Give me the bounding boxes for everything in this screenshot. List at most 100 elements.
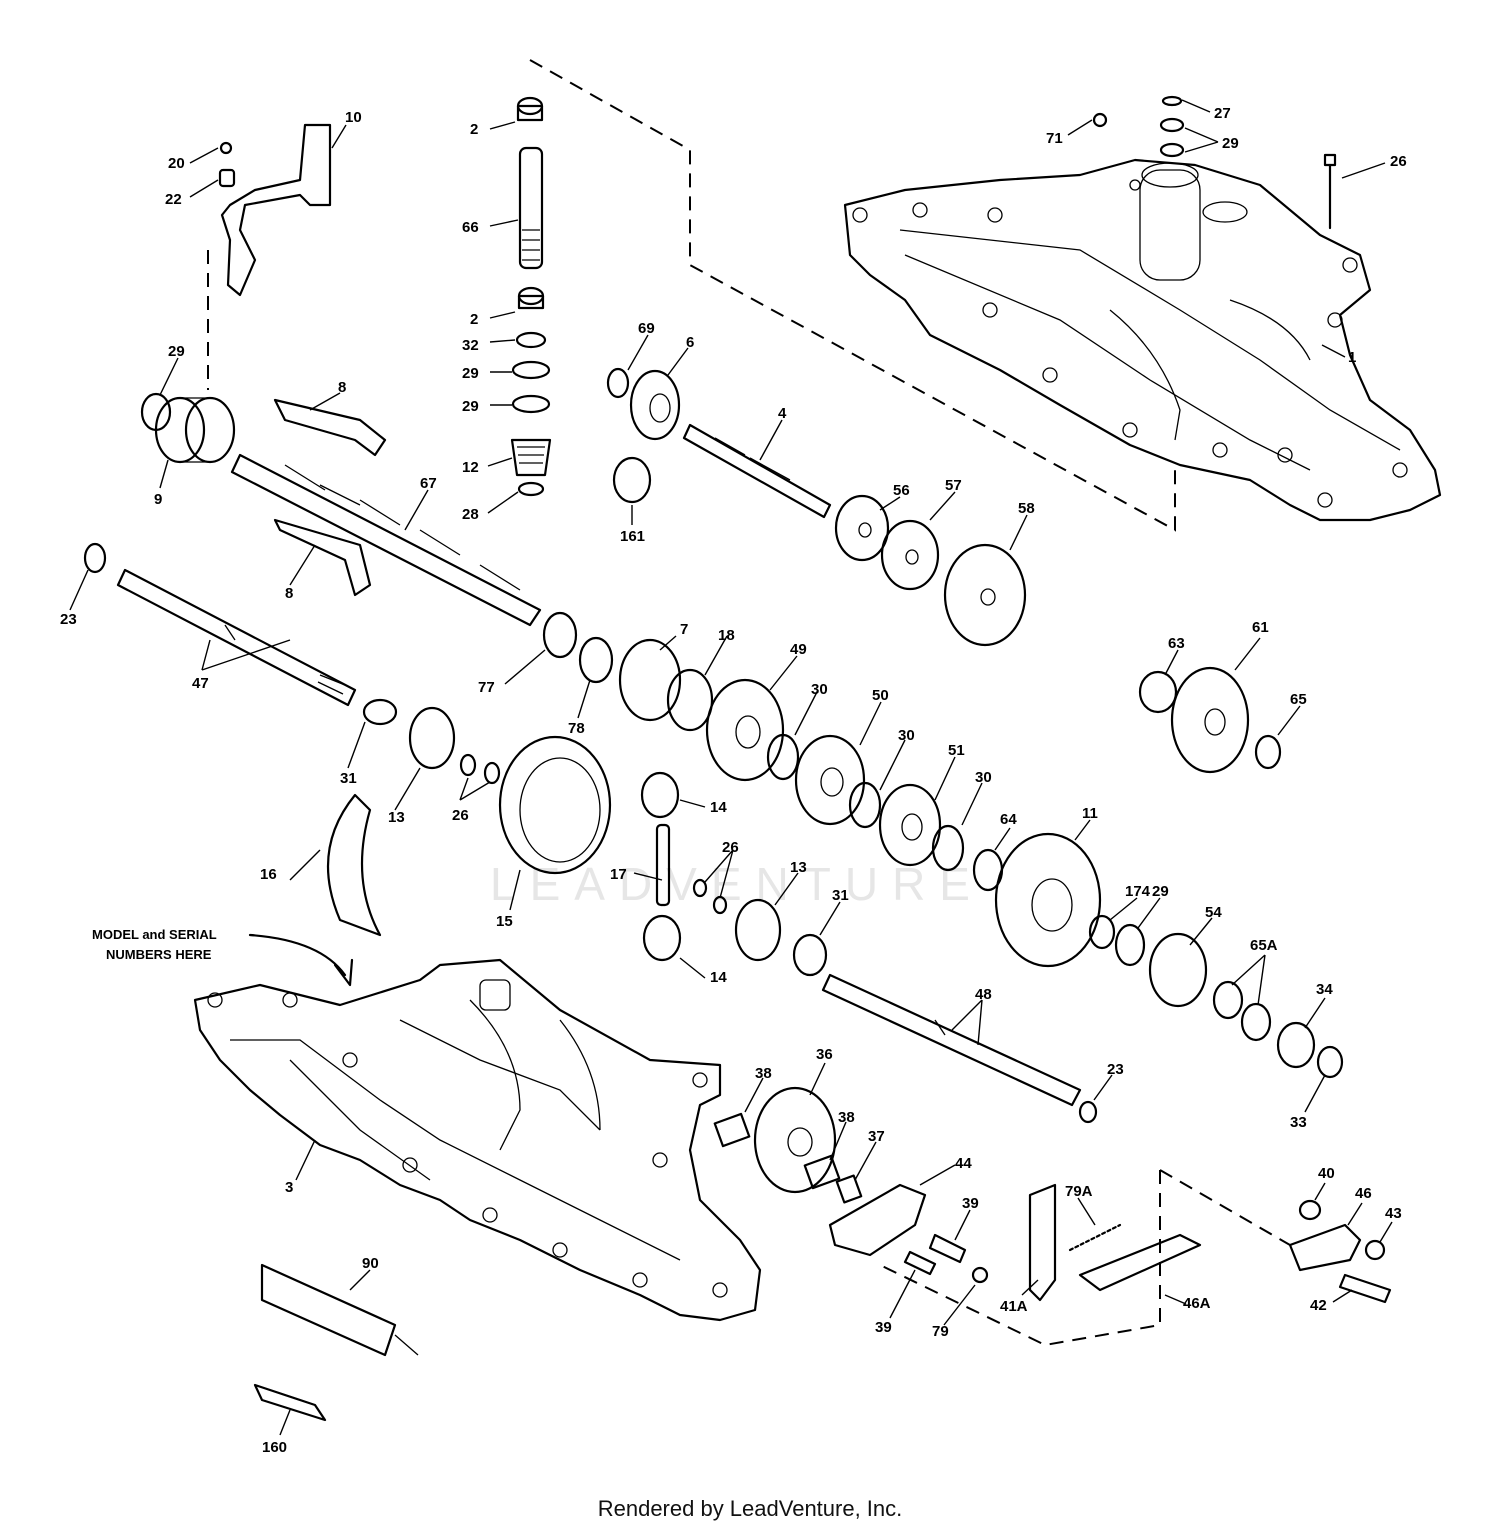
callout-label: 58 <box>1018 500 1035 517</box>
callout-label: 29 <box>462 365 479 382</box>
callout-label: 29 <box>1152 883 1169 900</box>
callout-label: 27 <box>1214 105 1231 122</box>
callout-label: 79A <box>1065 1183 1093 1200</box>
callout-label: 46A <box>1183 1295 1211 1312</box>
callout-label: 79 <box>932 1323 949 1340</box>
callout-label: 10 <box>345 109 362 126</box>
callout-label: 26 <box>722 839 739 856</box>
callout-label: 13 <box>790 859 807 876</box>
callout-label: 63 <box>1168 635 1185 652</box>
model-serial-note-line1: MODEL and SERIAL <box>92 927 217 942</box>
callout-label: 65 <box>1290 691 1307 708</box>
callout-label: 26 <box>1390 153 1407 170</box>
callout-label: 43 <box>1385 1205 1402 1222</box>
callout-label: 14 <box>710 799 727 816</box>
callout-label: 17 <box>610 866 627 883</box>
callout-label: 161 <box>620 528 645 545</box>
callout-label: 57 <box>945 477 962 494</box>
main-gear-train <box>542 611 1102 968</box>
lower-case-part-3 <box>193 958 762 1322</box>
callout-label: 29 <box>462 398 479 415</box>
upper-housing-part-1 <box>843 158 1442 522</box>
callout-label: 31 <box>340 770 357 787</box>
callout-label: 66 <box>462 219 479 236</box>
housing-bolts <box>1092 95 1337 230</box>
callout-label: 38 <box>838 1109 855 1126</box>
callout-leaders <box>69 99 1393 1436</box>
axle-47 <box>83 542 357 707</box>
callout-label: 28 <box>462 506 479 523</box>
callout-label: 67 <box>420 475 437 492</box>
bracket-hardware <box>1288 1199 1392 1304</box>
callout-label: 30 <box>811 681 828 698</box>
callout-label: 30 <box>898 727 915 744</box>
callout-label: 2 <box>470 311 478 328</box>
callout-label: 44 <box>955 1155 972 1172</box>
footer-credit: Rendered by LeadVenture, Inc. <box>597 1496 903 1521</box>
callout-labels: 2 66 2 32 29 29 12 28 10 20 22 29 9 8 67… <box>60 105 1407 1456</box>
callout-label: 7 <box>680 621 688 638</box>
callout-label: 42 <box>1310 1297 1327 1314</box>
callout-label: 32 <box>462 337 479 354</box>
callout-label: 13 <box>388 809 405 826</box>
callout-label: 9 <box>154 491 162 508</box>
callout-label: 160 <box>262 1439 287 1456</box>
callout-label: 48 <box>975 986 992 1003</box>
callout-label: 8 <box>285 585 293 602</box>
differential-parts <box>326 698 612 937</box>
callout-label: 15 <box>496 913 513 930</box>
callout-label: 65A <box>1250 937 1278 954</box>
callout-label: 33 <box>1290 1114 1307 1131</box>
callout-label: 61 <box>1252 619 1269 636</box>
callout-label: 36 <box>816 1046 833 1063</box>
callout-label: 11 <box>1082 805 1098 822</box>
callout-label: 34 <box>1316 981 1333 998</box>
assembly-dashed-lines <box>207 59 1291 1347</box>
callout-label: 6 <box>686 334 694 351</box>
callout-label: 31 <box>832 887 849 904</box>
callout-label: 49 <box>790 641 807 658</box>
callout-label: 23 <box>1107 1061 1124 1078</box>
callout-label: 47 <box>192 675 209 692</box>
output-gear-group <box>1088 914 1344 1079</box>
callout-label: 39 <box>962 1195 979 1212</box>
callout-label: 37 <box>868 1128 885 1145</box>
model-serial-note-line2: NUMBERS HERE <box>106 947 212 962</box>
callout-label: 39 <box>875 1319 892 1336</box>
shift-fork-part-10 <box>218 123 332 297</box>
callout-label: 51 <box>948 742 965 759</box>
callout-label: 69 <box>638 320 655 337</box>
differential-pinions-and-axle-48 <box>640 771 1098 1124</box>
callout-label: 8 <box>338 379 346 396</box>
callout-label: 54 <box>1205 904 1222 921</box>
callout-label: 78 <box>568 720 585 737</box>
callout-label: 22 <box>165 191 182 208</box>
shift-shaft-assembly <box>140 392 542 627</box>
callout-label: 3 <box>285 1179 293 1196</box>
callout-label: 90 <box>362 1255 379 1272</box>
callout-label: 77 <box>478 679 495 696</box>
callout-label: 14 <box>710 969 727 986</box>
callout-label: 18 <box>718 627 735 644</box>
callout-label: 30 <box>975 769 992 786</box>
model-serial-arrow: MODEL and SERIAL NUMBERS HERE <box>92 927 354 987</box>
callout-label: 29 <box>168 343 185 360</box>
callout-label: 64 <box>1000 811 1017 828</box>
watermark-text: LEADVENTURE <box>490 858 984 910</box>
callout-label: 1 <box>1348 349 1356 366</box>
callout-label: 29 <box>1222 135 1239 152</box>
brake-assembly <box>713 1086 1202 1302</box>
callout-label: 38 <box>755 1065 772 1082</box>
callout-label: 4 <box>778 405 787 422</box>
callout-label: 12 <box>462 459 479 476</box>
input-shaft-stack <box>510 96 552 497</box>
idler-gear-group <box>1138 666 1282 774</box>
callout-label: 174 <box>1125 883 1151 900</box>
callout-label: 23 <box>60 611 77 628</box>
callout-label: 26 <box>452 807 469 824</box>
callout-label: 41A <box>1000 1298 1028 1315</box>
callout-label: 20 <box>168 155 185 172</box>
callout-label: 56 <box>893 482 910 499</box>
callout-label: 71 <box>1046 130 1063 147</box>
